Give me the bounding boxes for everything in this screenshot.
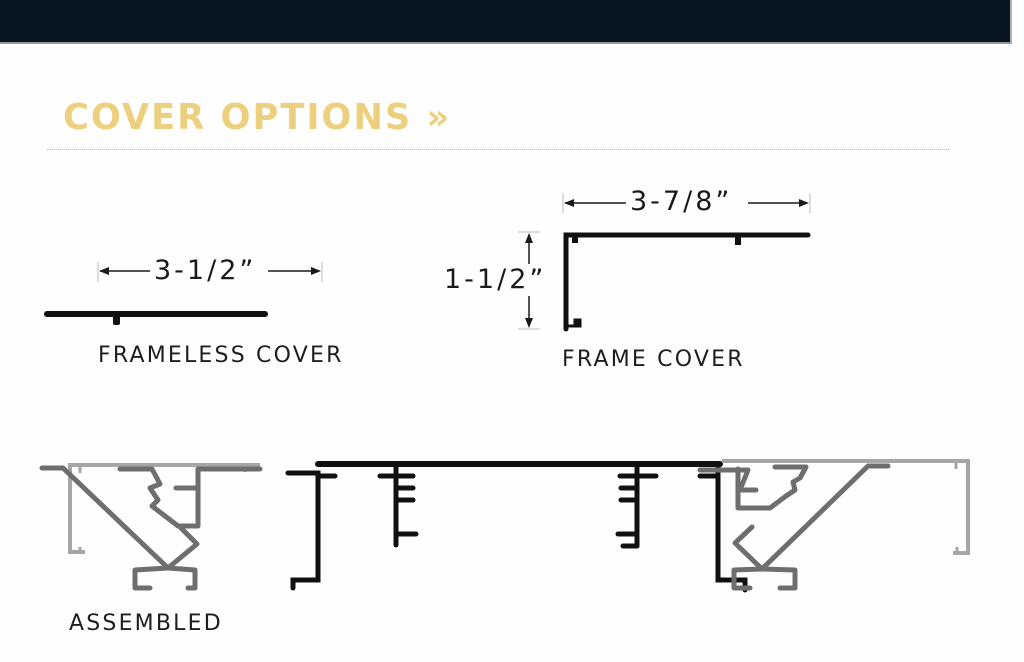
section-title: COVER OPTIONS »	[63, 97, 452, 138]
dotted-divider	[47, 149, 949, 150]
assembled-left-outer-frame	[68, 463, 260, 554]
frameless-cover-profile	[44, 311, 268, 325]
frame-cover-label: FRAME COVER	[562, 347, 745, 372]
frame-cover-height-dimension	[518, 231, 540, 330]
frameless-cover-label: FRAMELESS COVER	[98, 343, 344, 368]
frameless-cover-dimension	[97, 262, 323, 282]
assembled-center-cover	[285, 461, 748, 593]
frame-cover-width-dimension	[562, 193, 811, 213]
assembled-right-bracket	[697, 463, 891, 591]
frame-height-dimension: 1-1/2”	[444, 264, 547, 295]
assembled-left-bracket	[39, 465, 263, 591]
frame-cover-profile	[563, 232, 811, 332]
frameless-width-dimension: 3-1/2”	[150, 256, 261, 286]
frame-width-dimension: 3-7/8”	[626, 187, 737, 217]
assembled-label: ASSEMBLED	[69, 611, 223, 636]
assembled-right-outer-frame	[722, 459, 970, 555]
header-bar	[0, 0, 1012, 44]
